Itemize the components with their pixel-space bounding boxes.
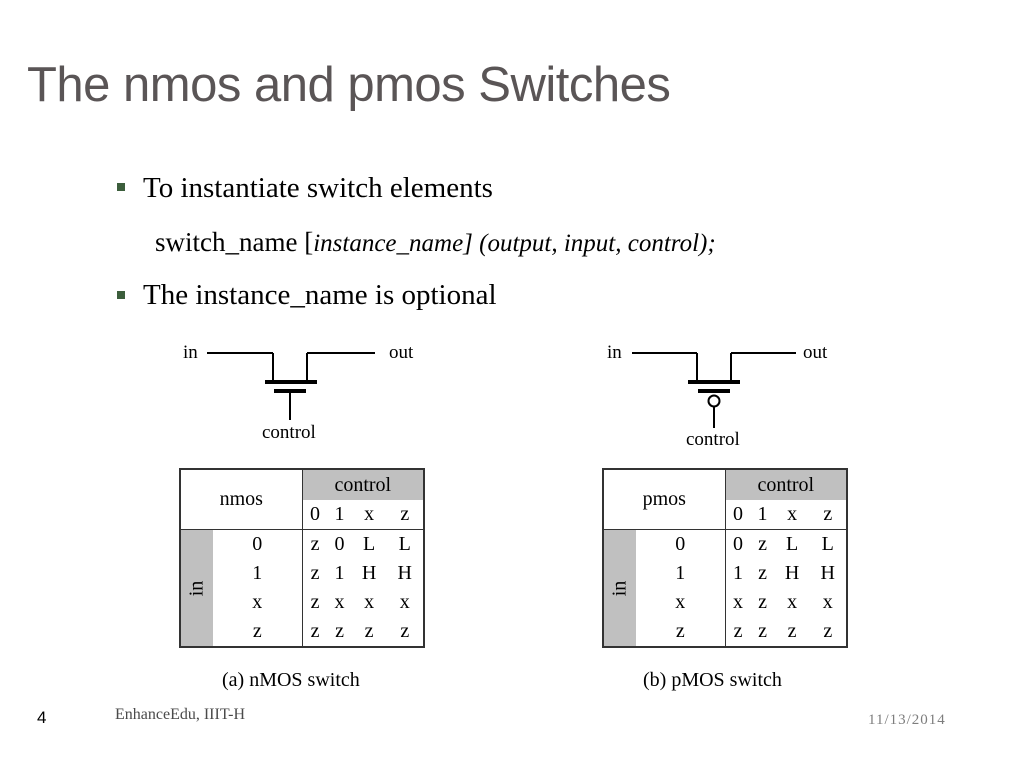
nmos-cell: L xyxy=(362,533,376,555)
pmos-symbol xyxy=(632,352,796,428)
pmos-in-value: 1 xyxy=(636,559,726,588)
pmos-cell: H xyxy=(784,562,800,584)
nmos-cell: z xyxy=(335,620,344,642)
nmos-cell: z xyxy=(310,562,320,584)
syntax-plain: switch_name [ xyxy=(155,227,314,257)
pmos-out-label: out xyxy=(803,342,828,363)
pmos-in-value: 0 xyxy=(636,529,726,559)
nmos-cell: 0 xyxy=(334,533,345,555)
pmos-control-label: control xyxy=(686,429,740,450)
pmos-control-value: z xyxy=(823,503,833,525)
nmos-control-value: 1 xyxy=(334,503,345,525)
pmos-in-value: z xyxy=(636,617,726,647)
pmos-cell: x xyxy=(733,591,744,613)
pmos-control-value: 0 xyxy=(733,503,744,525)
pmos-cell: H xyxy=(820,562,835,584)
nmos-cell: z xyxy=(400,620,410,642)
nmos-table-corner: nmos xyxy=(180,469,303,530)
pmos-cell: 0 xyxy=(733,533,744,555)
nmos-cell: z xyxy=(310,620,320,642)
nmos-cell: x xyxy=(364,591,375,613)
pmos-caption: (b) pMOS switch xyxy=(643,669,782,691)
slide-title: The nmos and pmos Switches xyxy=(27,58,671,112)
syntax-line: switch_name [instance_name] (output, inp… xyxy=(155,227,716,258)
bullet-marker xyxy=(117,291,125,299)
pmos-cell: z xyxy=(758,533,767,555)
nmos-control-value: x xyxy=(364,503,375,525)
pmos-cell: z xyxy=(733,620,743,642)
nmos-control-label: control xyxy=(262,422,316,443)
pmos-cell: z xyxy=(823,620,833,642)
pmos-cell: z xyxy=(758,591,767,613)
nmos-truth-table: nmos control 0 1 x z in 0 z 0 L L 1 z 1 … xyxy=(179,468,425,648)
nmos-cell: 1 xyxy=(334,562,345,584)
pmos-cell: z xyxy=(758,620,767,642)
nmos-out-label: out xyxy=(389,342,414,363)
pmos-cell: 1 xyxy=(733,562,744,584)
nmos-cell: z xyxy=(310,533,320,555)
nmos-cell: H xyxy=(397,562,412,584)
nmos-in-value: z xyxy=(213,617,303,647)
pmos-in-header-text: in xyxy=(608,580,631,596)
pmos-in-header: in xyxy=(603,529,636,647)
slide-number: 4 xyxy=(37,708,47,727)
nmos-in-value: 0 xyxy=(213,529,303,559)
nmos-in-header-text: in xyxy=(185,580,208,596)
pmos-control-value: 1 xyxy=(757,503,768,525)
pmos-cell: x xyxy=(787,591,798,613)
nmos-cell: x xyxy=(334,591,345,613)
bullet-instantiate: To instantiate switch elements xyxy=(143,172,493,204)
pmos-control-value: x xyxy=(787,503,798,525)
nmos-caption: (a) nMOS switch xyxy=(222,669,360,691)
syntax-italic: instance_name] (output, input, control); xyxy=(313,230,716,257)
footer-organization: EnhanceEdu, IIIT-H xyxy=(115,706,246,723)
nmos-cell: H xyxy=(361,562,377,584)
footer-date: 11/13/2014 xyxy=(868,712,946,728)
nmos-control-value: 0 xyxy=(310,503,321,525)
bullet-marker xyxy=(117,183,125,191)
pmos-cell: L xyxy=(785,533,799,555)
pmos-table-corner: pmos xyxy=(603,469,726,530)
nmos-cell: L xyxy=(398,533,411,555)
pmos-cell: L xyxy=(821,533,834,555)
nmos-cell: z xyxy=(310,591,320,613)
pmos-cell: z xyxy=(758,562,767,584)
pmos-control-header: control xyxy=(725,469,847,500)
nmos-in-value: 1 xyxy=(213,559,303,588)
pmos-in-label: in xyxy=(607,342,622,363)
nmos-in-value: x xyxy=(213,588,303,617)
pmos-panel: in out control pmos control 0 1 x z in 0… xyxy=(598,335,858,695)
nmos-control-header: control xyxy=(302,469,424,500)
nmos-panel: in out control nmos control 0 1 x z in 0… xyxy=(175,335,435,695)
nmos-control-value: z xyxy=(400,503,410,525)
pmos-cell: z xyxy=(787,620,797,642)
nmos-in-header: in xyxy=(180,529,213,647)
nmos-in-label: in xyxy=(183,342,198,363)
bullet-optional: The instance_name is optional xyxy=(143,279,497,311)
pmos-cell: x xyxy=(822,591,833,613)
nmos-cell: x xyxy=(399,591,410,613)
pmos-truth-table: pmos control 0 1 x z in 0 0 z L L 1 1 z … xyxy=(602,468,848,648)
nmos-symbol xyxy=(207,352,375,420)
pmos-in-value: x xyxy=(636,588,726,617)
nmos-cell: z xyxy=(364,620,374,642)
